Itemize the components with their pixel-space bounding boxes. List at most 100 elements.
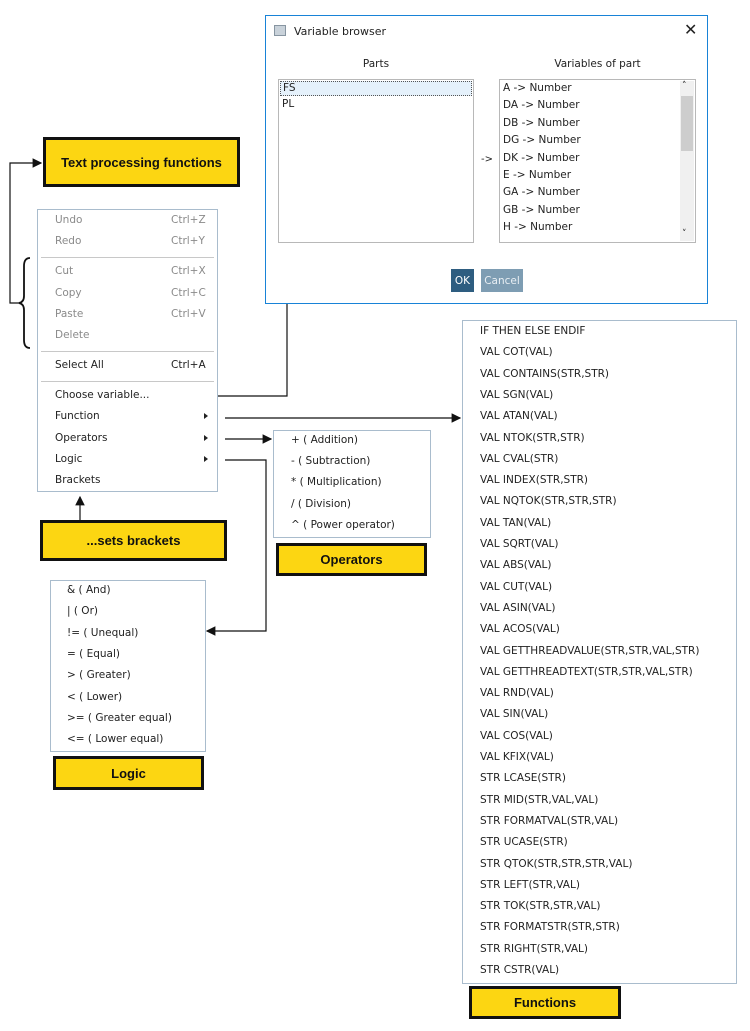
- variable-item[interactable]: DG -> Number: [503, 134, 581, 147]
- logic-item[interactable]: = ( Equal): [67, 647, 120, 660]
- variables-list[interactable]: A -> Number DA -> Number DB -> Number DG ->…: [499, 79, 696, 243]
- menu-separator: [41, 351, 214, 352]
- part-item[interactable]: PL: [282, 98, 295, 110]
- ok-button[interactable]: OK: [451, 269, 474, 292]
- parts-list[interactable]: FS PL: [278, 79, 474, 243]
- callout-operators: Operators: [276, 543, 427, 576]
- function-item[interactable]: VAL CUT(VAL): [480, 580, 553, 593]
- menu-item-brackets[interactable]: Brackets: [55, 474, 101, 486]
- function-item[interactable]: VAL CVAL(STR): [480, 452, 559, 465]
- brace-icon: [18, 257, 31, 349]
- menu-separator: [41, 257, 214, 258]
- menu-item-delete[interactable]: Delete: [55, 329, 90, 341]
- variable-item[interactable]: GA -> Number: [503, 186, 580, 199]
- menu-item-cut[interactable]: Cut: [55, 265, 74, 277]
- function-item[interactable]: STR QTOK(STR,STR,STR,VAL): [480, 857, 633, 870]
- menu-separator: [41, 381, 214, 382]
- function-item[interactable]: VAL COT(VAL): [480, 346, 553, 359]
- function-item[interactable]: VAL COS(VAL): [480, 729, 553, 742]
- logic-item[interactable]: <= ( Lower equal): [67, 733, 164, 746]
- callout-text-processing: Text processing functions: [43, 137, 240, 187]
- logic-item[interactable]: & ( And): [67, 584, 111, 596]
- variable-item[interactable]: E -> Number: [503, 169, 572, 181]
- menu-shortcut: Ctrl+Y: [171, 235, 205, 247]
- function-item[interactable]: VAL ABS(VAL): [480, 559, 552, 572]
- part-item[interactable]: FS: [280, 81, 472, 96]
- menu-item-operators[interactable]: Operators: [55, 432, 108, 444]
- menu-item-choose-variable[interactable]: Choose variable...: [55, 389, 150, 401]
- variable-item[interactable]: DK -> Number: [503, 151, 580, 164]
- function-item[interactable]: STR MID(STR,VAL,VAL): [480, 793, 599, 806]
- menu-item-copy[interactable]: Copy: [55, 287, 82, 299]
- variable-item[interactable]: H -> Number: [503, 221, 573, 234]
- parts-header: Parts: [362, 58, 390, 70]
- cancel-button[interactable]: Cancel: [481, 269, 523, 292]
- function-item[interactable]: STR LCASE(STR): [480, 772, 566, 785]
- menu-shortcut: Ctrl+C: [171, 287, 206, 299]
- operator-item[interactable]: + ( Addition): [291, 434, 359, 446]
- context-menu: Undo Ctrl+Z Redo Ctrl+Y Cut Ctrl+X Copy Ctrl+C P…: [37, 209, 218, 492]
- menu-item-function[interactable]: Function: [55, 410, 100, 422]
- menu-shortcut: Ctrl+Z: [171, 214, 206, 226]
- function-item[interactable]: VAL ASIN(VAL): [480, 601, 556, 614]
- callout-functions: Functions: [469, 986, 621, 1019]
- dialog-title: Variable browser: [294, 25, 387, 38]
- function-item[interactable]: VAL ATAN(VAL): [480, 410, 558, 423]
- function-item[interactable]: STR UCASE(STR): [480, 836, 568, 849]
- function-item[interactable]: VAL ACOS(VAL): [480, 623, 560, 636]
- menu-item-undo[interactable]: Undo: [55, 214, 83, 226]
- function-item[interactable]: STR TOK(STR,STR,VAL): [480, 900, 601, 913]
- function-item[interactable]: VAL KFIX(VAL): [480, 751, 554, 763]
- scroll-down-icon[interactable]: ˅: [682, 229, 687, 239]
- scrollbar[interactable]: ˄ ˅: [680, 81, 694, 241]
- logic-item[interactable]: < ( Lower): [67, 690, 123, 703]
- menu-shortcut: Ctrl+V: [171, 308, 206, 320]
- operator-item[interactable]: * ( Multiplication): [291, 476, 382, 489]
- function-item[interactable]: VAL SGN(VAL): [480, 388, 554, 401]
- variable-item[interactable]: GB -> Number: [503, 203, 580, 216]
- scroll-thumb[interactable]: [681, 96, 693, 151]
- operator-item[interactable]: / ( Division): [291, 497, 352, 510]
- function-item[interactable]: VAL GETTHREADVALUE(STR,STR,VAL,STR): [480, 644, 700, 657]
- function-item[interactable]: STR CSTR(VAL): [480, 964, 560, 976]
- operator-item[interactable]: ^ ( Power operator): [291, 518, 395, 531]
- submenu-arrow-icon: [204, 413, 208, 419]
- callout-logic: Logic: [53, 756, 204, 790]
- menu-item-select-all[interactable]: Select All: [55, 359, 104, 371]
- function-item[interactable]: VAL SQRT(VAL): [480, 538, 559, 550]
- menu-item-paste[interactable]: Paste: [55, 308, 84, 320]
- variable-item[interactable]: DB -> Number: [503, 116, 580, 129]
- menu-shortcut: Ctrl+A: [171, 359, 206, 371]
- function-item[interactable]: VAL CONTAINS(STR,STR): [480, 367, 610, 380]
- close-icon[interactable]: ✕: [684, 20, 698, 39]
- submenu-arrow-icon: [204, 435, 208, 441]
- scroll-up-icon[interactable]: ˄: [682, 81, 687, 91]
- function-item[interactable]: VAL NQTOK(STR,STR,STR): [480, 495, 617, 508]
- transfer-arrow-label: ->: [481, 154, 493, 165]
- variable-item[interactable]: DA -> Number: [503, 99, 580, 112]
- function-item[interactable]: STR FORMATSTR(STR,STR): [480, 921, 620, 934]
- function-item[interactable]: VAL NTOK(STR,STR): [480, 431, 585, 444]
- app-icon: [274, 25, 286, 36]
- connector-choose-variable: [218, 304, 288, 397]
- logic-item[interactable]: != ( Unequal): [67, 626, 139, 639]
- function-item[interactable]: STR FORMATVAL(STR,VAL): [480, 814, 619, 827]
- function-item[interactable]: STR LEFT(STR,VAL): [480, 878, 580, 891]
- function-item[interactable]: VAL INDEX(STR,STR): [480, 474, 589, 487]
- menu-shortcut: Ctrl+X: [171, 265, 206, 277]
- operator-item[interactable]: - ( Subtraction): [291, 455, 371, 468]
- menu-item-redo[interactable]: Redo: [55, 235, 82, 247]
- function-item[interactable]: VAL RND(VAL): [480, 687, 554, 700]
- logic-item[interactable]: >= ( Greater equal): [67, 711, 172, 724]
- logic-item[interactable]: > ( Greater): [67, 669, 131, 682]
- function-item[interactable]: VAL GETTHREADTEXT(STR,STR,VAL,STR): [480, 665, 693, 678]
- function-item[interactable]: VAL TAN(VAL): [480, 516, 552, 529]
- variable-item[interactable]: A -> Number: [503, 82, 572, 94]
- logic-item[interactable]: | ( Or): [67, 605, 98, 618]
- menu-item-logic[interactable]: Logic: [55, 453, 83, 465]
- function-item[interactable]: IF THEN ELSE ENDIF: [480, 325, 586, 337]
- function-item[interactable]: VAL SIN(VAL): [480, 708, 549, 721]
- function-item[interactable]: STR RIGHT(STR,VAL): [480, 942, 588, 955]
